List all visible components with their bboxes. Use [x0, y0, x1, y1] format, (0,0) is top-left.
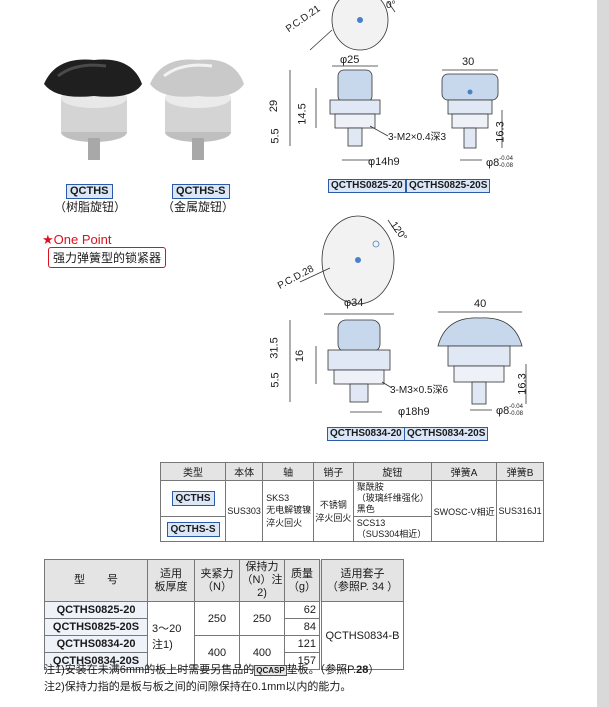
side-view-0834	[437, 311, 523, 405]
dim-bottom-dia-0825: φ14h9	[368, 156, 400, 168]
product-desc-qcths-s: （金属旋钮）	[162, 200, 235, 214]
st-header-sleeve: 适用套子 （参照P. 34 ）	[320, 559, 404, 602]
model-tag-0834-20: QCTHS0834-20	[327, 427, 405, 441]
dim-pin-dia-0825: φ8-0.04-0.08	[486, 156, 513, 169]
st-mass-3: 157	[284, 652, 322, 670]
st-model-0825-20s: QCTHS0825-20S	[44, 618, 148, 636]
dim-screw-0825: 3-M2×0.4深3	[388, 132, 447, 143]
note-1-page-link[interactable]: 28	[356, 664, 369, 676]
mt-header-pin: 销子	[313, 462, 354, 481]
metal-knob-photo	[150, 59, 244, 160]
dim-pin-dia-0834: φ8-0.04-0.08	[496, 404, 523, 417]
model-tag-0825-20s: QCTHS0825-20S	[406, 179, 491, 193]
dim-total-height-0834: 31.5	[268, 337, 281, 359]
mt-knob-resin: 聚酰胺 （玻璃纤维强化） 黑色	[352, 480, 433, 517]
mt-body: SUS303	[224, 480, 264, 542]
side-view-0825	[441, 69, 499, 149]
drawing-0834	[289, 215, 527, 413]
st-force-a: 250	[194, 601, 240, 636]
st-model-0834-20: QCTHS0834-20	[44, 635, 148, 653]
model-tag-0834-20s: QCTHS0834-20S	[404, 427, 489, 441]
st-header-thickness: 适用 板厚度	[147, 559, 195, 602]
st-hold-a: 250	[239, 601, 285, 636]
mt-header-knob: 旋钮	[352, 462, 433, 481]
drawing-0825	[289, 0, 503, 161]
dim-total-height-0825: 29	[268, 99, 281, 113]
product-photos	[44, 59, 244, 160]
mt-header-type: 类型	[160, 462, 226, 481]
mt-type-qcths-s: QCTHS-S	[166, 521, 220, 537]
product-code-qcths: QCTHS	[66, 184, 113, 199]
note-2: 注2)保持力指的是板与板之间的间隙保持在0.1mm以内的能力。	[44, 681, 352, 693]
dim-screw-0834: 3-M3×0.5深6	[390, 385, 449, 396]
st-thickness: 3～20 注1)	[147, 601, 195, 670]
one-point-text: 强力弹簧型的锁紧器	[48, 247, 167, 268]
mt-spring-a: SWOSC-V相近	[431, 480, 498, 542]
st-model-0825-20: QCTHS0825-20	[44, 601, 148, 619]
st-hold-b: 400	[239, 635, 285, 670]
mt-header-spring-b: 弹簧B	[496, 462, 544, 481]
qcasp-chip[interactable]: QCASP	[254, 665, 287, 676]
st-header-hold: 保持力 （N）注2)	[239, 559, 285, 602]
st-header-model: 型 号	[44, 559, 148, 602]
dim-side-height-0834: 16.3	[516, 373, 529, 395]
dim-bottom-dia-0834: φ18h9	[398, 406, 430, 418]
st-force-b: 400	[194, 635, 240, 670]
st-sleeve: QCTHS0834-B	[320, 601, 404, 670]
mt-pin: 不锈钢 淬火回火	[313, 480, 354, 542]
dim-thread-height-0825: 5.5	[269, 128, 282, 144]
mt-knob-metal: SCS13 （SUS304相近）	[352, 516, 433, 542]
resin-knob-photo	[44, 59, 142, 160]
mt-header-shaft: 轴	[262, 462, 315, 481]
dim-top-width-0825: 30	[462, 56, 475, 68]
mt-type-qcths: QCTHS	[171, 491, 215, 506]
scrollbar-track[interactable]	[597, 0, 609, 707]
dim-side-height-0825: 16.3	[494, 121, 507, 143]
angle-0825: 0°	[386, 0, 396, 11]
dim-knob-height-0834: 16	[294, 349, 307, 363]
one-point-title: ★One Point	[42, 232, 112, 247]
dim-top-dia-0825: φ25	[340, 54, 360, 66]
st-header-force: 夹紧力 （N）	[194, 559, 240, 602]
dim-knob-height-0825: 14.5	[296, 103, 309, 125]
dim-thread-height-0834: 5.5	[269, 372, 282, 388]
mt-shaft: SKS3 无电解镀镍 淬火回火	[262, 480, 315, 542]
material-table: 类型 本体 轴 销子 旋钮 弹簧A 弹簧B QCTHS SUS303 SKS3 …	[160, 462, 544, 542]
st-model-0834-20s: QCTHS0834-20S	[44, 652, 148, 670]
spec-table: 型 号 适用 板厚度 夹紧力 （N） 保持力 （N）注2) 质量 （g） 适用套…	[44, 559, 404, 670]
st-mass-1: 84	[284, 618, 322, 636]
model-tag-0825-20: QCTHS0825-20	[328, 179, 406, 193]
st-header-mass: 质量 （g）	[284, 559, 322, 602]
mt-header-body: 本体	[224, 462, 264, 481]
st-mass-0: 62	[284, 601, 322, 619]
st-mass-2: 121	[284, 635, 322, 653]
dim-top-dia-0834: φ34	[344, 297, 364, 309]
product-code-qcths-s: QCTHS-S	[172, 184, 230, 199]
front-view-0825	[329, 65, 381, 147]
mt-header-spring-a: 弹簧A	[431, 462, 498, 481]
dim-top-width-0834: 40	[474, 298, 487, 310]
mt-spring-b: SUS316J1	[496, 480, 544, 542]
front-view-0834	[324, 313, 394, 403]
product-desc-qcths: （树脂旋钮）	[54, 200, 127, 214]
